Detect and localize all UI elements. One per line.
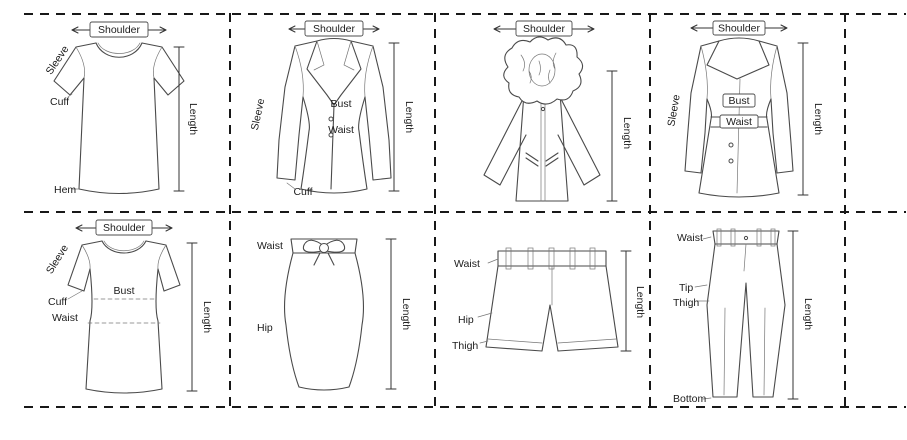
long-coat-drawing: Shoulder Sleeve Bust Waist Length: [665, 20, 824, 198]
skirt-drawing: Waist Hip Length: [257, 238, 412, 391]
sleeve-label: Sleeve: [44, 242, 71, 276]
skirt-outline: [284, 238, 397, 391]
waist-label: Waist: [328, 124, 354, 136]
hem-label: Hem: [54, 184, 76, 196]
grid-line-v4: [844, 13, 846, 408]
shorts-outline: [477, 247, 632, 352]
length-label: Length: [400, 298, 412, 330]
grid-line-middle: [24, 211, 906, 213]
shorts-drawing: Waist Hip Thigh Length: [452, 247, 646, 352]
shoulder-label-box: [712, 20, 766, 36]
length-label: Length: [802, 298, 814, 330]
shoulder-label-box: [89, 21, 149, 38]
panel-fur-coat: Shoulder Length: [436, 15, 649, 211]
length-label: Length: [201, 301, 213, 333]
bust-label: Bust: [330, 98, 351, 110]
panel-tshirt: Shoulder Sleeve Cuff Hem Length: [24, 15, 229, 211]
shoulder-label: Shoulder: [313, 23, 356, 35]
bottom-label: Bottom: [673, 393, 707, 405]
grid-line-top: [24, 13, 906, 15]
bust-label-box: [722, 93, 756, 108]
thigh-label: Thigh: [673, 297, 699, 309]
panel-dress: Shoulder Sleeve Bust Cuff Waist Length: [24, 213, 229, 406]
sleeve-label: Sleeve: [249, 97, 267, 131]
panel-long-coat: Shoulder Sleeve Bust Waist Length: [651, 15, 844, 211]
blazer-drawing: Shoulder Sleeve Bust Waist Cuff Length: [249, 20, 415, 198]
shoulder-label: Shoulder: [523, 23, 566, 35]
pants-outline: [694, 228, 799, 400]
length-label: Length: [621, 117, 633, 149]
length-label: Length: [812, 103, 824, 135]
bust-label: Bust: [113, 285, 134, 297]
dress-drawing: Shoulder Sleeve Bust Cuff Waist Length: [44, 219, 213, 394]
hip-label: Hip: [257, 322, 273, 334]
bust-label: Bust: [728, 95, 749, 107]
shoulder-label-box: [95, 219, 153, 236]
fur-coat-outline: [483, 25, 618, 202]
shoulder-label: Shoulder: [98, 24, 141, 36]
length-label: Length: [187, 103, 199, 135]
thigh-label: Thigh: [452, 340, 478, 352]
tshirt-outline: [53, 26, 185, 195]
shoulder-label-box: [304, 20, 364, 37]
grid-line-v1: [229, 13, 231, 408]
tshirt-drawing: Shoulder Sleeve Cuff Hem Length: [44, 21, 199, 196]
fur-coat-drawing: Shoulder Length: [483, 20, 633, 202]
waist-label: Waist: [257, 240, 283, 252]
tip-label: Tip: [679, 282, 693, 294]
hip-label: Hip: [458, 314, 474, 326]
waist-label: Waist: [52, 312, 78, 324]
waist-label: Waist: [454, 258, 480, 270]
waist-label-box: [719, 114, 759, 129]
cuff-label: Cuff: [48, 296, 67, 308]
shoulder-label: Shoulder: [718, 23, 761, 35]
panel-blazer: Shoulder Sleeve Bust Waist Cuff Length: [231, 15, 434, 211]
shoulder-label: Shoulder: [103, 222, 146, 234]
panel-pants: Waist Tip Thigh Bottom Length: [651, 213, 844, 406]
waist-label: Waist: [677, 232, 703, 244]
waist-label: Waist: [726, 116, 752, 128]
pants-drawing: Waist Tip Thigh Bottom Length: [673, 228, 814, 405]
grid-line-bottom: [24, 406, 906, 408]
long-coat-outline: [684, 24, 809, 198]
grid-line-v3: [649, 13, 651, 408]
grid-line-v2: [434, 13, 436, 408]
cuff-label: Cuff: [293, 186, 312, 198]
blazer-outline: [276, 25, 400, 194]
panel-shorts: Waist Hip Thigh Length: [436, 213, 649, 406]
length-label: Length: [634, 286, 646, 318]
shoulder-label-box: [515, 20, 573, 37]
sleeve-label: Sleeve: [665, 93, 682, 127]
length-label: Length: [403, 101, 415, 133]
panel-skirt: Waist Hip Length: [231, 213, 434, 406]
dress-outline: [67, 224, 198, 394]
cuff-label: Cuff: [50, 96, 69, 108]
